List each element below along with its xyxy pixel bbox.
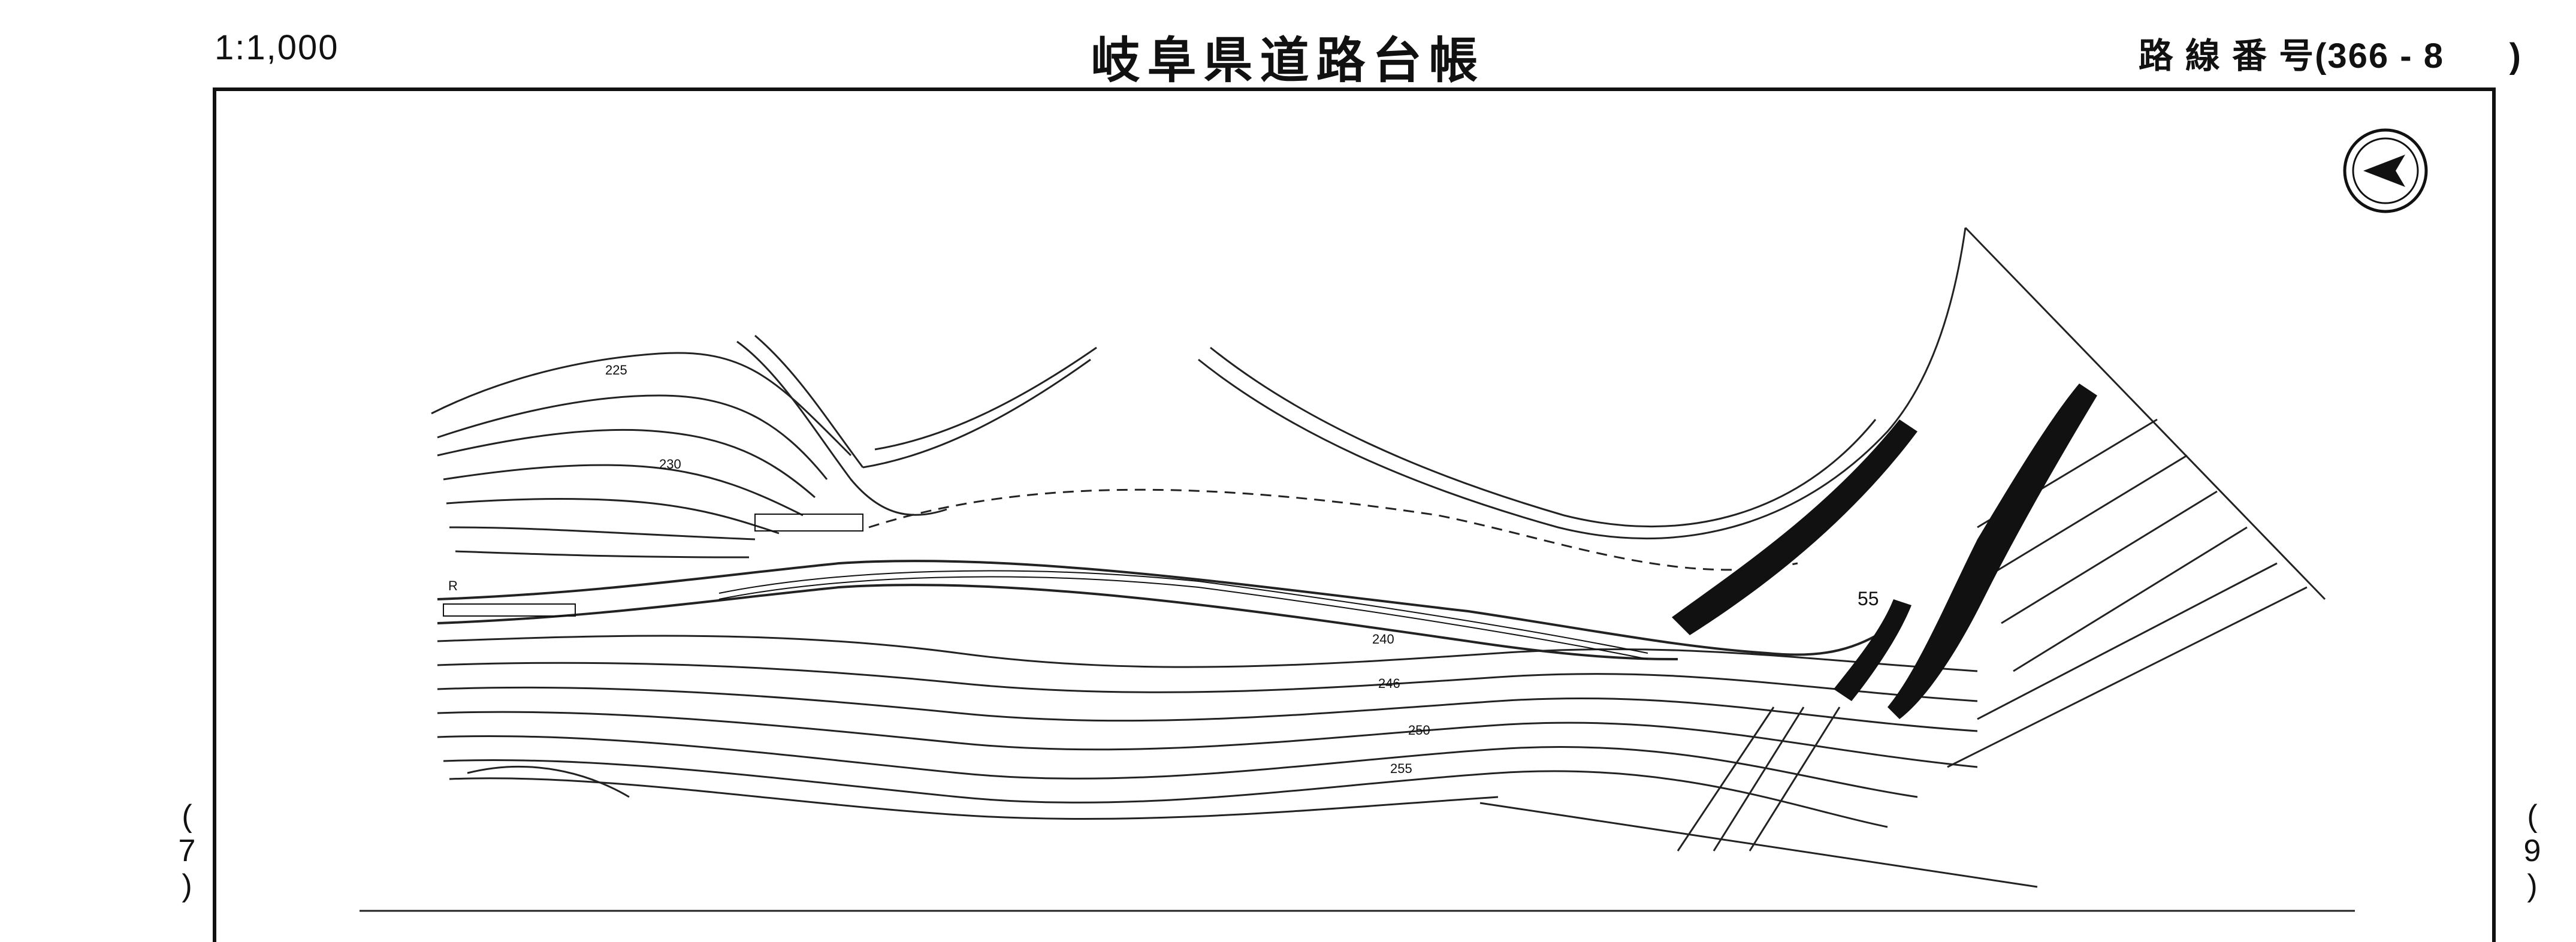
ramp-fill	[1672, 419, 1917, 635]
embankment-line	[874, 346, 1097, 451]
contour-label: 225	[605, 363, 627, 378]
contour-line	[443, 759, 1888, 828]
road-edge	[437, 560, 1889, 656]
contour-line	[437, 635, 1978, 672]
boundary-line	[1479, 802, 2038, 888]
contour-line	[437, 662, 1978, 702]
contour-line	[467, 765, 630, 798]
embankment-line	[862, 358, 1091, 469]
left-page-number: ( 7 )	[178, 799, 196, 903]
ramp-fill	[1888, 384, 2097, 719]
contour-label: 255	[1390, 761, 1412, 776]
contour-line	[446, 498, 780, 535]
map-frame	[213, 87, 2496, 942]
contour-line	[437, 686, 1978, 732]
contour-label: 250	[1408, 723, 1430, 738]
slope-line	[2001, 490, 2218, 624]
embankment-line	[1198, 227, 1967, 540]
guardrail	[718, 576, 1648, 660]
cross-road	[1748, 707, 1841, 852]
ramp-fill	[1834, 599, 1911, 701]
boundary-line	[1964, 227, 2326, 600]
slope-line	[1989, 454, 2188, 576]
road-label: R	[448, 578, 458, 593]
guardrail	[443, 603, 576, 617]
route-number: 路 線 番 号(366 - 8 )	[2138, 37, 2522, 76]
contour-line	[449, 526, 756, 541]
guardrail	[754, 514, 863, 532]
embankment-line	[1210, 346, 1877, 528]
road-edge	[437, 584, 1678, 660]
contour-line	[437, 735, 1918, 798]
slope-line	[1947, 586, 2308, 768]
guardrail	[718, 570, 1648, 654]
retaining-line	[868, 488, 1798, 571]
contour-line	[449, 777, 1499, 820]
speed-mark: 55	[1858, 588, 1879, 609]
contour-line	[443, 464, 804, 517]
contour-label: 230	[659, 457, 681, 472]
cross-road	[1677, 707, 1775, 852]
contour-line	[455, 550, 750, 558]
slope-line	[2013, 526, 2248, 672]
compass-arrow-icon	[2341, 126, 2430, 216]
contour-label: 240	[1372, 632, 1394, 647]
contour-line	[736, 340, 947, 516]
slope-line	[1977, 562, 2278, 720]
page-title: 岐阜県道路台帳	[1091, 34, 1485, 88]
map-scale: 1:1,000	[215, 28, 339, 67]
right-page-number: ( 9 )	[2523, 799, 2541, 903]
contour-label: 246	[1378, 676, 1400, 691]
contour-line	[437, 394, 828, 480]
contour-line	[437, 711, 1978, 768]
contour-line	[437, 428, 816, 499]
contour-line	[754, 334, 864, 468]
cross-road	[1713, 707, 1805, 852]
